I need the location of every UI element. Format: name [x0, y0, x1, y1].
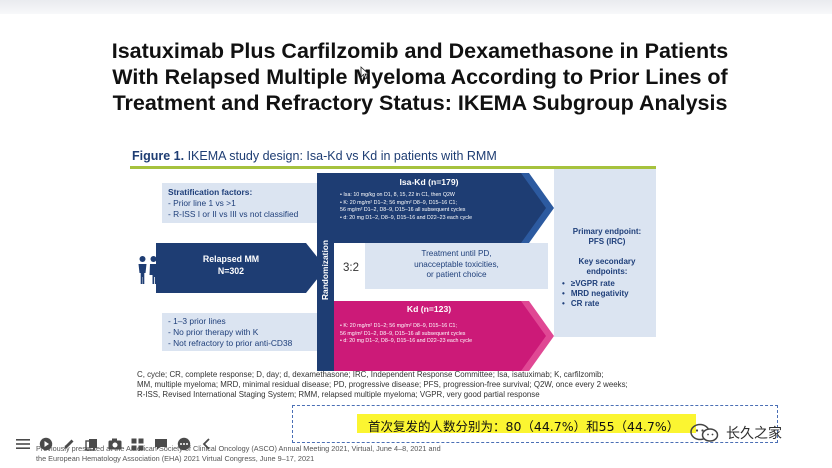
treatment-line: unacceptable toxicities,: [414, 259, 499, 269]
secondary-endpoint-item: ≥VGPR rate: [562, 279, 652, 289]
annotation-text: 首次复发的人数分别为：80（44.7%）和55（44.7%）: [368, 419, 680, 434]
slide-title: Isatuximab Plus Carfilzomib and Dexameth…: [40, 38, 800, 116]
more-icon[interactable]: [175, 436, 192, 453]
pen-icon[interactable]: [60, 436, 77, 453]
isa-kd-detail-line: • K: 20 mg/m² D1–2; 56 mg/m² D8–9, D15–1…: [340, 199, 457, 206]
population-arrow: [156, 243, 326, 293]
kd-detail-line: • d: 20 mg D1–2, D8–9, D15–16 and D22–23…: [340, 338, 473, 345]
presentation-toolbar: [14, 434, 215, 454]
abbreviations-line: C, cycle; CR, complete response; D, day;…: [137, 370, 604, 379]
isa-kd-arm-chevron: [521, 173, 554, 243]
comment-icon[interactable]: [152, 436, 169, 453]
figure-caption: Figure 1. IKEMA study design: Isa-Kd vs …: [132, 149, 497, 163]
brand-watermark: 长久之家: [688, 422, 782, 444]
endpoints-box: Primary endpoint: PFS (IRC) Key secondar…: [554, 169, 656, 337]
stratification-box: Stratification factors: - Prior line 1 v…: [162, 183, 322, 223]
kd-arm-title: Kd (n=123): [406, 304, 452, 314]
play-icon[interactable]: [37, 436, 54, 453]
eligibility-item: - No prior therapy with K: [168, 327, 259, 337]
footnote-line: the European Hematology Association (EHA…: [36, 453, 315, 463]
randomization-bar: [317, 173, 334, 371]
abbreviations-line: MM, multiple myeloma; MRD, minimal resid…: [137, 380, 628, 390]
treatment-arms-arrows: [334, 173, 554, 371]
isa-kd-arm-arrow: [334, 173, 549, 243]
secondary-endpoints-list: ≥VGPR rate MRD negativity CR rate: [562, 279, 652, 309]
annotation-box: [292, 405, 778, 443]
stratification-item: - Prior line 1 vs >1: [168, 198, 236, 208]
camera-icon[interactable]: [106, 436, 123, 453]
slide-title-line: Treatment and Refractory Status: IKEMA S…: [112, 91, 728, 115]
isa-kd-detail-line: • d: 20 mg D1–2, D8–9, D15–16 and D22–23…: [340, 214, 473, 221]
kd-detail-line: 56 mg/m² D1–2, D8–9, D15–16 all subseque…: [340, 330, 466, 337]
brand-name: 长久之家: [726, 426, 782, 442]
copy-icon[interactable]: [83, 436, 100, 453]
treatment-line: or patient choice: [426, 270, 487, 279]
isa-kd-detail-line: • Isa: 10 mg/kg on D1, 8, 15, 22 in C1, …: [340, 192, 455, 198]
figure-caption-text: IKEMA study design: Isa-Kd vs Kd in pati…: [187, 149, 497, 163]
menu-icon[interactable]: [14, 436, 31, 453]
population-count: N=302: [217, 266, 245, 276]
study-design-figure: Figure 1. IKEMA study design: Isa-Kd vs …: [130, 143, 662, 371]
figure-divider: [130, 166, 656, 169]
chevron-left-icon[interactable]: [198, 436, 215, 453]
footnote: Previously presented at the American Soc…: [36, 444, 441, 463]
kd-arm-arrow: [334, 301, 549, 371]
primary-endpoint-label: Primary endpoint:: [572, 227, 642, 236]
secondary-endpoint-item: CR rate: [562, 299, 652, 309]
window-top-edge: [0, 0, 832, 14]
population-line: Relapsed MM: [202, 254, 260, 264]
mouse-cursor-icon: [360, 66, 370, 80]
eligibility-item: - Not refractory to prior anti-CD38: [168, 338, 293, 348]
kd-arm-details: • K: 20 mg/m² D1–2; 56 mg/m² D8–9, D15–1…: [340, 323, 472, 346]
abbreviations-line: R-ISS, Revised International Staging Sys…: [137, 390, 540, 400]
eligibility-box: - 1–3 prior lines - No prior therapy wit…: [162, 313, 322, 351]
stratification-item: - R-ISS I or II vs III vs not classified: [168, 209, 299, 219]
secondary-endpoints-label: endpoints:: [586, 267, 628, 276]
figure-caption-label: Figure 1.: [132, 149, 185, 163]
population-label: Relapsed MM N=302: [156, 253, 306, 277]
footnote-line: Previously presented at the American Soc…: [36, 444, 441, 453]
slide-title-line: Isatuximab Plus Carfilzomib and Dexameth…: [111, 39, 729, 63]
isa-kd-arm-title: Isa-Kd (n=179): [399, 177, 459, 187]
eligibility-item: - 1–3 prior lines: [168, 316, 226, 326]
randomization-ratio: 3:2: [343, 262, 359, 274]
abbreviations-text: C, cycle; CR, complete response; D, day;…: [137, 370, 657, 401]
isa-kd-arm-details: • Isa: 10 mg/kg on D1, 8, 15, 22 in C1, …: [340, 192, 472, 222]
slide-title-line: With Relapsed Multiple Myeloma According…: [112, 65, 728, 89]
annotation-highlight: [357, 414, 696, 433]
kd-detail-line: • K: 20 mg/m² D1–2; 56 mg/m² D8–9, D15–1…: [340, 323, 457, 329]
stratification-heading: Stratification factors:: [168, 187, 253, 197]
treatment-duration-box: Treatment until PD, unacceptable toxicit…: [365, 243, 548, 289]
kd-arm-chevron: [521, 301, 554, 371]
secondary-endpoint-item: MRD negativity: [562, 289, 652, 299]
secondary-endpoints-label: Key secondary: [578, 257, 636, 266]
treatment-line: Treatment until PD,: [421, 249, 492, 258]
grid-icon[interactable]: [129, 436, 146, 453]
randomization-label: Randomization: [320, 239, 330, 301]
isa-kd-detail-line: 56 mg/m² D1–2, D8–9, D15–16 all subseque…: [340, 207, 466, 214]
primary-endpoint-value: PFS (IRC): [588, 237, 626, 246]
wechat-logo-icon: [690, 423, 719, 442]
